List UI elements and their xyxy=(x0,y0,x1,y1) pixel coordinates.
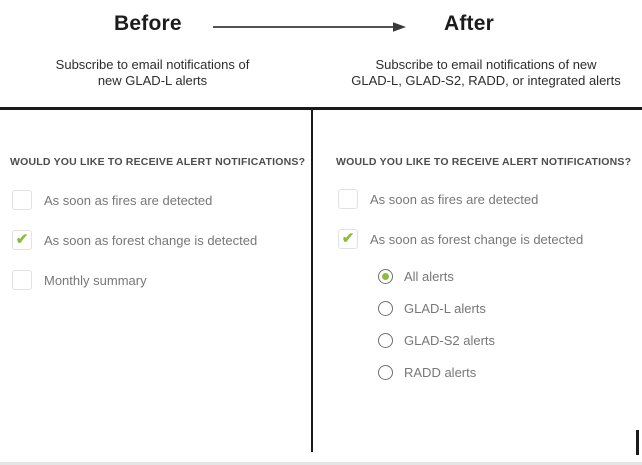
check-icon: ✔ xyxy=(341,229,355,247)
checkbox-unchecked[interactable] xyxy=(12,190,32,210)
after-subtitle: Subscribe to email notifications of new … xyxy=(332,57,640,89)
top-divider xyxy=(0,107,642,110)
radio-label: GLAD-S2 alerts xyxy=(404,332,496,348)
radio-unselected[interactable] xyxy=(378,332,393,348)
before-heading: Before xyxy=(114,12,182,35)
radio-unselected[interactable] xyxy=(378,300,393,316)
alert-notifications-question: WOULD YOU LIKE TO RECEIVE ALERT NOTIFICA… xyxy=(336,156,632,168)
radio-label: RADD alerts xyxy=(404,364,477,380)
bottom-edge-line xyxy=(0,462,642,465)
checkbox-option-fires[interactable]: As soon as fires are detected xyxy=(338,188,538,210)
before-panel: WOULD YOU LIKE TO RECEIVE ALERT NOTIFICA… xyxy=(0,110,311,452)
radio-option-glad-s2[interactable]: GLAD-S2 alerts xyxy=(378,329,495,351)
checkbox-option-forest-change[interactable]: ✔ As soon as forest change is detected xyxy=(338,228,583,250)
checkbox-label: As soon as forest change is detected xyxy=(44,232,258,248)
checkbox-unchecked[interactable] xyxy=(12,270,32,290)
before-subtitle: Subscribe to email notifications of new … xyxy=(25,57,280,89)
checkbox-label: As soon as fires are detected xyxy=(44,192,213,208)
radio-label: All alerts xyxy=(404,268,454,284)
checkbox-option-forest-change[interactable]: ✔ As soon as forest change is detected xyxy=(12,229,257,251)
checkbox-checked[interactable]: ✔ xyxy=(12,230,32,250)
after-panel: WOULD YOU LIKE TO RECEIVE ALERT NOTIFICA… xyxy=(313,110,642,452)
checkbox-label: Monthly summary xyxy=(44,272,147,288)
checkbox-label: As soon as fires are detected xyxy=(370,191,539,207)
checkbox-option-monthly-summary[interactable]: Monthly summary xyxy=(12,269,147,291)
checkbox-label: As soon as forest change is detected xyxy=(370,231,584,247)
radio-unselected[interactable] xyxy=(378,364,393,380)
arrow-right-icon xyxy=(213,20,407,34)
right-edge-fragment xyxy=(636,430,639,455)
after-subtitle-line1: Subscribe to email notifications of new xyxy=(375,57,597,72)
checkbox-option-fires[interactable]: As soon as fires are detected xyxy=(12,189,212,211)
radio-option-all-alerts[interactable]: All alerts xyxy=(378,265,454,287)
after-heading: After xyxy=(444,12,495,35)
check-icon: ✔ xyxy=(15,230,29,248)
checkbox-unchecked[interactable] xyxy=(338,189,358,209)
after-subtitle-line2: GLAD-L, GLAD-S2, RADD, or integrated ale… xyxy=(351,73,621,88)
before-subtitle-line2: new GLAD-L alerts xyxy=(97,73,208,88)
checkbox-checked[interactable]: ✔ xyxy=(338,229,358,249)
radio-dot xyxy=(382,272,389,280)
alert-notifications-question: WOULD YOU LIKE TO RECEIVE ALERT NOTIFICA… xyxy=(10,156,306,168)
vertical-divider xyxy=(311,110,313,452)
radio-option-radd[interactable]: RADD alerts xyxy=(378,361,476,383)
radio-option-glad-l[interactable]: GLAD-L alerts xyxy=(378,297,486,319)
radio-label: GLAD-L alerts xyxy=(404,300,486,316)
radio-selected[interactable] xyxy=(378,268,393,284)
before-subtitle-line1: Subscribe to email notifications of xyxy=(55,57,250,72)
